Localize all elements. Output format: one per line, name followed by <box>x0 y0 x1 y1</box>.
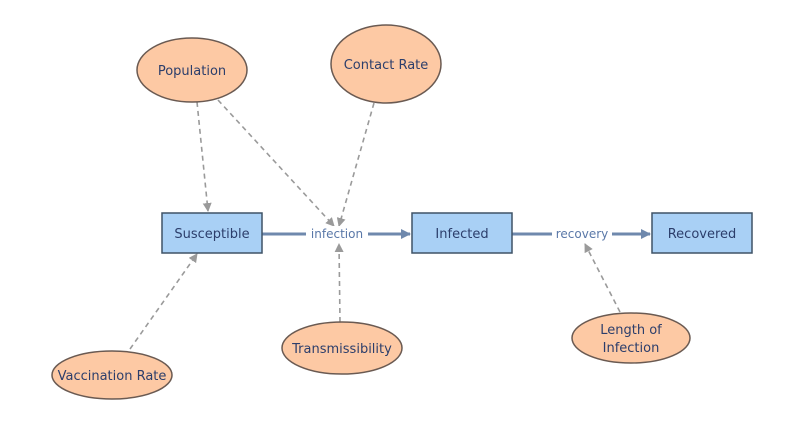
variable-vaccination-rate[interactable]: Vaccination Rate <box>51 350 173 400</box>
variable-length-of-infection[interactable]: Length of Infection <box>571 312 691 364</box>
dependency-links <box>129 99 621 350</box>
link-population-to-susceptible[interactable] <box>196 101 212 212</box>
variable-transmissibility-label: Transmissibility <box>291 342 392 357</box>
link-vaccination-to-susceptible[interactable] <box>129 253 198 350</box>
variable-vaccination-rate-label: Vaccination Rate <box>58 369 167 384</box>
link-population-to-infection[interactable] <box>217 99 335 227</box>
link-contact-rate-to-infection[interactable] <box>336 102 375 227</box>
stock-recovered[interactable]: Recovered <box>651 212 753 254</box>
stock-infected[interactable]: Infected <box>411 212 513 254</box>
variable-contact-rate[interactable]: Contact Rate <box>330 24 442 104</box>
variable-population-label: Population <box>158 64 226 79</box>
recovery-label-bg <box>552 226 612 241</box>
infection-label-bg <box>306 226 368 241</box>
variable-length-of-infection-label-line2: Infection <box>603 341 660 356</box>
stock-infected-label: Infected <box>435 227 488 242</box>
variable-population[interactable]: Population <box>136 37 248 103</box>
variable-contact-rate-label: Contact Rate <box>344 58 429 73</box>
stock-susceptible-label: Susceptible <box>174 227 249 242</box>
infection-flow-label[interactable]: infection <box>311 227 363 241</box>
recovery-flow-label[interactable]: recovery <box>556 227 609 241</box>
link-length-to-recovery[interactable] <box>584 243 621 313</box>
variable-transmissibility[interactable]: Transmissibility <box>281 321 403 375</box>
variable-length-of-infection-label-line1: Length of <box>600 323 662 338</box>
stock-recovered-label: Recovered <box>668 227 737 242</box>
link-transmissibility-to-infection[interactable] <box>334 243 344 323</box>
stock-susceptible[interactable]: Susceptible <box>161 212 263 254</box>
